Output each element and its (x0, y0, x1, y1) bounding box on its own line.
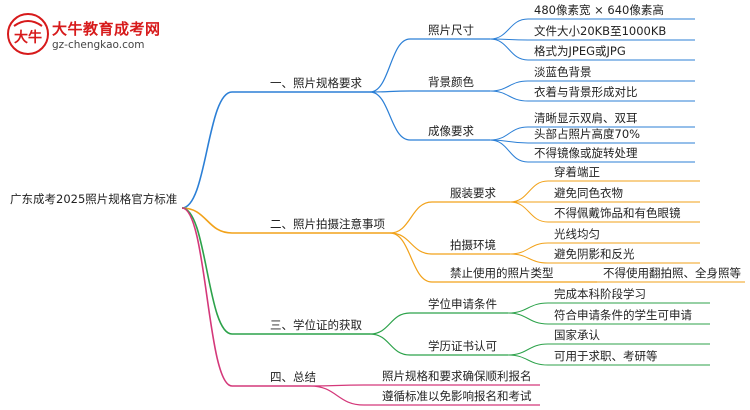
sub-connector (389, 232, 433, 283)
sub-node: 背景颜色 (428, 75, 474, 89)
leaf-connector (507, 354, 549, 366)
leaf-node: 格式为JPEG或JPG (534, 44, 626, 58)
sub-connector (369, 333, 411, 356)
leaf-node: 清晰显示双肩、双耳 (534, 111, 638, 125)
leaf-connector (489, 38, 529, 61)
leaf-node: 不得佩戴饰品和有色眼镜 (554, 206, 681, 220)
branch-node: 三、学位证的获取 (270, 318, 362, 332)
sub-connector (369, 38, 411, 93)
leaf-connector (509, 242, 549, 255)
sub-node: 遵循标准以免影响报名和考试 (382, 389, 532, 403)
sub-node: 学历证书认可 (428, 339, 497, 353)
sub-connector (309, 384, 365, 387)
sub-node: 照片规格和要求确保顺利报名 (382, 369, 532, 383)
sub-node: 禁止使用的照片类型 (450, 266, 554, 280)
leaf-node: 480像素宽 × 640像素高 (534, 3, 664, 17)
sub-connector (389, 201, 433, 234)
leaf-node: 完成本科阶段学习 (554, 287, 646, 301)
leaf-connector (507, 302, 549, 314)
sub-node: 照片尺寸 (428, 23, 474, 37)
logo-name: 大牛教育成考网 (52, 20, 161, 38)
sub-connector (369, 91, 411, 141)
leaf-node: 穿着端正 (554, 165, 600, 179)
leaf-node: 可用于求职、考研等 (554, 349, 658, 363)
leaf-node: 头部占照片高度70% (534, 127, 641, 141)
leaf-node: 符合申请条件的学生可申请 (554, 308, 692, 322)
svg-text:大牛: 大牛 (14, 29, 42, 46)
leaf-connector (507, 343, 549, 356)
site-logo[interactable]: 大牛 大牛教育成考网 gz-chengkao.com (6, 12, 206, 56)
leaf-node: 光线均匀 (554, 227, 600, 241)
sub-node: 服装要求 (450, 186, 496, 200)
root-node: 广东成考2025照片规格官方标准 (10, 192, 178, 206)
branch-node: 一、照片规格要求 (270, 76, 362, 90)
leaf-connector (489, 18, 529, 40)
leaf-connector (507, 312, 549, 325)
branch-node: 四、总结 (270, 370, 316, 384)
sub-node: 成像要求 (428, 124, 474, 138)
leaf-node: 淡蓝色背景 (534, 65, 592, 79)
branch-connector (181, 207, 233, 387)
sub-node: 学位申请条件 (428, 297, 497, 311)
leaf-connector (489, 126, 529, 141)
logo-mark-icon: 大牛 (7, 13, 49, 55)
sub-connector (369, 90, 411, 93)
sub-connector (369, 312, 411, 335)
leaf-node: 衣着与背景形成对比 (534, 85, 638, 99)
leaf-connector (509, 201, 549, 223)
leaf-connector (509, 253, 549, 264)
branch-connector (181, 207, 233, 335)
leaf-node: 不得使用翻拍照、全身照等 (603, 266, 741, 280)
sub-connector (309, 385, 365, 406)
branch-connector (181, 91, 233, 209)
logo-url: gz-chengkao.com (52, 39, 145, 51)
leaf-node: 避免同色衣物 (554, 186, 623, 200)
leaf-connector (509, 180, 549, 203)
leaf-connector (489, 90, 529, 102)
leaf-connector (489, 80, 529, 92)
leaf-node: 文件大小20KB至1000KB (534, 24, 667, 38)
leaf-node: 不得镜像或旋转处理 (534, 146, 638, 160)
sub-connector (389, 232, 433, 255)
branch-node: 二、照片拍摄注意事项 (270, 217, 385, 231)
branch-connector (181, 207, 233, 234)
leaf-connector (489, 139, 529, 163)
leaf-node: 避免阴影和反光 (554, 247, 635, 261)
sub-node: 拍摄环境 (450, 238, 496, 252)
leaf-node: 国家承认 (554, 328, 600, 342)
